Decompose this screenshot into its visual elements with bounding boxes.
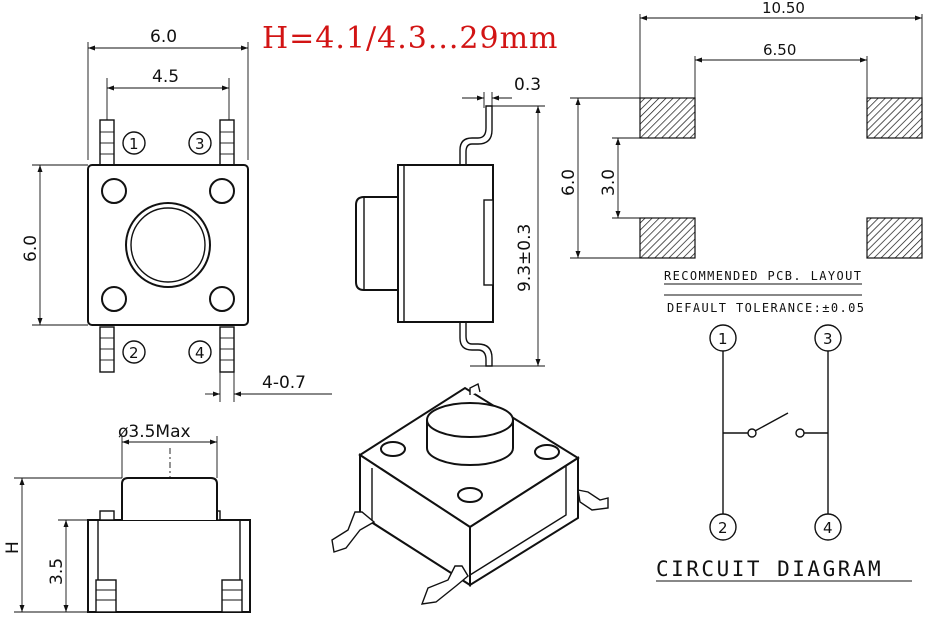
height-h-label: H (3, 541, 23, 554)
pcb-outer-width-label: 10.50 (762, 0, 805, 17)
circuit-caption: CIRCUIT DIAGRAM (656, 557, 883, 581)
pcb-layout: 10.50 6.50 6.0 3.0 RECOMMENDED PCB. LAYO… (559, 0, 923, 315)
top-height-label: 6.0 (21, 235, 41, 262)
circuit-pin-3: 3 (823, 330, 833, 348)
circuit-diagram: 1 3 2 4 CIRCUIT DIAGRAM (656, 324, 912, 582)
pin-4-label: 4 (195, 344, 205, 362)
switch-body-top (87, 164, 249, 326)
page-title: H=4.1/4.3...29mm (262, 21, 559, 56)
pin-1-label: 1 (129, 135, 139, 153)
pcb-pad (639, 217, 696, 259)
pin-2-label: 2 (129, 344, 139, 362)
actuator-front (121, 477, 218, 520)
pcb-layout-title: RECOMMENDED PCB. LAYOUT (664, 269, 862, 283)
front-view: ø3.5Max H 3.5 (3, 422, 251, 613)
switch-body-side (397, 164, 494, 323)
tolerance-note: DEFAULT TOLERANCE:±0.05 (667, 301, 865, 315)
pcb-pad (866, 97, 923, 139)
isometric-view (331, 382, 609, 605)
total-height-label: 9.3±0.3 (515, 224, 535, 292)
side-view: 0.3 9.3±0.3 (355, 75, 545, 367)
lead-thickness-label: 0.3 (514, 75, 541, 95)
pcb-inner-width-label: 6.50 (763, 41, 796, 59)
top-width-label: 6.0 (150, 27, 177, 47)
top-pin-spacing-label: 4.5 (152, 67, 179, 87)
top-view: 6.0 4.5 6.0 1 3 2 (21, 27, 332, 402)
circuit-pin-4: 4 (823, 519, 833, 537)
circuit-pin-1: 1 (718, 330, 728, 348)
actuator-side (355, 196, 399, 291)
switch-contact (754, 412, 789, 432)
circuit-pin-2: 2 (718, 519, 728, 537)
actuator-top (125, 202, 211, 288)
pcb-outer-height-label: 6.0 (559, 169, 579, 196)
pin-3-label: 3 (195, 135, 205, 153)
body-height-label: 3.5 (47, 558, 67, 585)
pcb-pad (639, 97, 696, 139)
pcb-pad (866, 217, 923, 259)
pcb-inner-height-label: 3.0 (599, 169, 619, 196)
pin-width-label: 4-0.7 (262, 373, 306, 393)
button-diameter-label: ø3.5Max (118, 422, 191, 442)
